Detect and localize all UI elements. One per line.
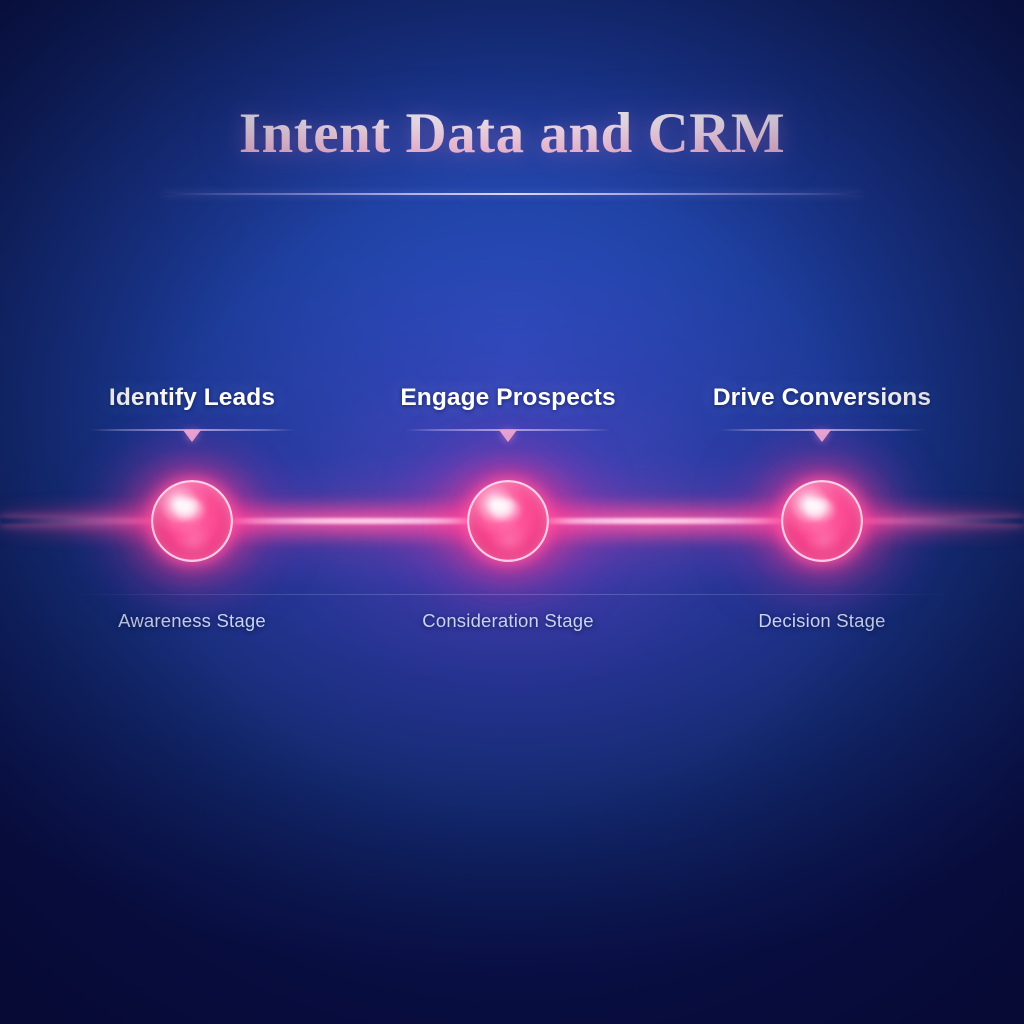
- chevron-down-icon: [813, 430, 831, 442]
- stage-node-highlight: [490, 498, 521, 523]
- stage-node-highlight: [174, 498, 205, 523]
- stage-node-rim: [467, 480, 549, 562]
- stage-node-orb[interactable]: [151, 480, 233, 562]
- stage-node-orb[interactable]: [467, 480, 549, 562]
- stage-heading: Drive Conversions: [712, 384, 932, 411]
- stage-heading: Engage Prospects: [400, 384, 616, 411]
- chevron-down-icon: [183, 430, 201, 442]
- stage-heading: Identify Leads: [108, 384, 276, 411]
- stage-node-rim: [151, 480, 233, 562]
- stage-node-rim: [781, 480, 863, 562]
- stage-node-orb[interactable]: [781, 480, 863, 562]
- chevron-down-icon: [499, 430, 517, 442]
- stage-caption: Decision Stage: [758, 610, 886, 631]
- stage-caption: Awareness Stage: [118, 610, 266, 631]
- timeline-sub-divider: [72, 594, 952, 595]
- stage-caption: Consideration Stage: [422, 610, 594, 631]
- stage-node-highlight: [804, 498, 835, 523]
